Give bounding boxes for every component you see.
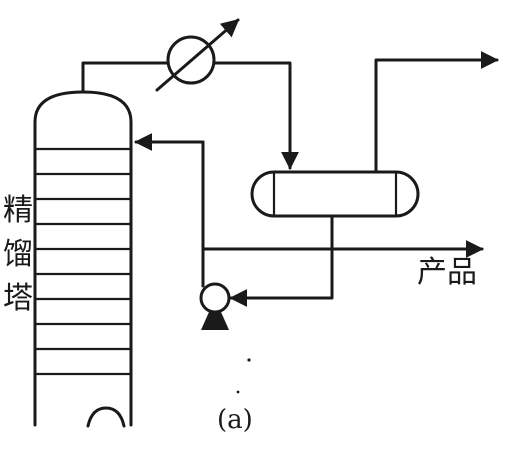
scan-dot [247,358,251,362]
product-label: 产品 [417,255,477,290]
heat-exchanger-icon [155,18,240,92]
column-label-char: 精 [3,193,33,228]
scan-dot [236,390,240,394]
vent-gas-line [374,51,499,174]
column-bottom-break [86,406,126,428]
drum-outlet-line [229,214,334,307]
reflux-drum-icon [250,170,420,218]
condenser-outlet-line [212,61,299,170]
column-label-char: 塔 [3,281,33,316]
column-label-char: 馏 [3,237,33,272]
distillation-column [33,90,133,428]
overhead-vapor-line [81,61,170,94]
pump-icon [199,282,231,330]
figure-caption: (a) [217,405,253,435]
